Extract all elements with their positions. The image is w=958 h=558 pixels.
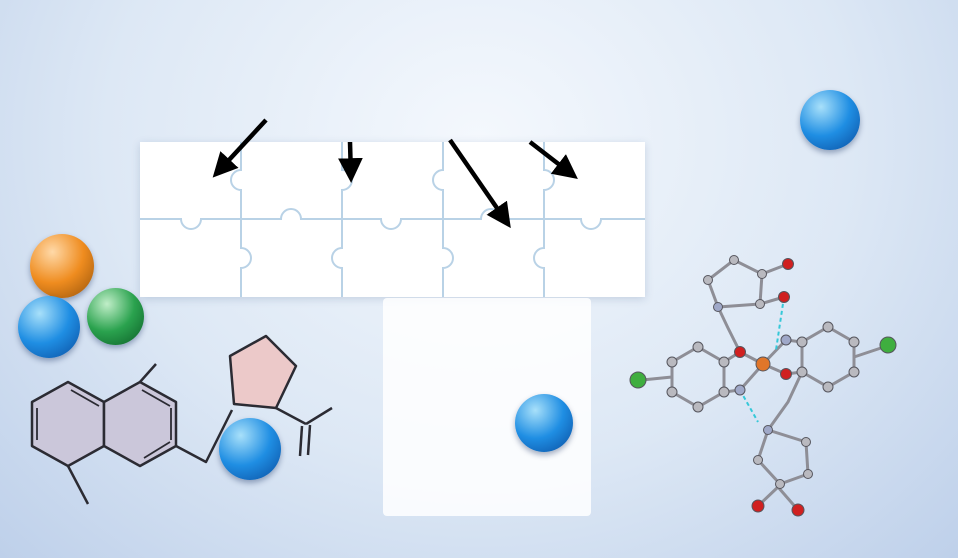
- cu2-badge-epr: [515, 394, 573, 452]
- cu2-badge-chart: [800, 90, 860, 150]
- fe3-badge: [30, 234, 94, 298]
- cu2-badge-left: [18, 296, 80, 358]
- ligand-structure: [30, 334, 333, 505]
- crystal-structure-image: [629, 255, 897, 517]
- cu2-badge-structure: [219, 418, 281, 480]
- fe2-badge: [87, 288, 144, 345]
- puzzle-pattern: [140, 142, 645, 297]
- cd-spectra-chart: [622, 60, 956, 252]
- redox-caption: [585, 448, 957, 481]
- cd-spectra-panel: [622, 60, 956, 252]
- puzzle-background: [140, 142, 645, 297]
